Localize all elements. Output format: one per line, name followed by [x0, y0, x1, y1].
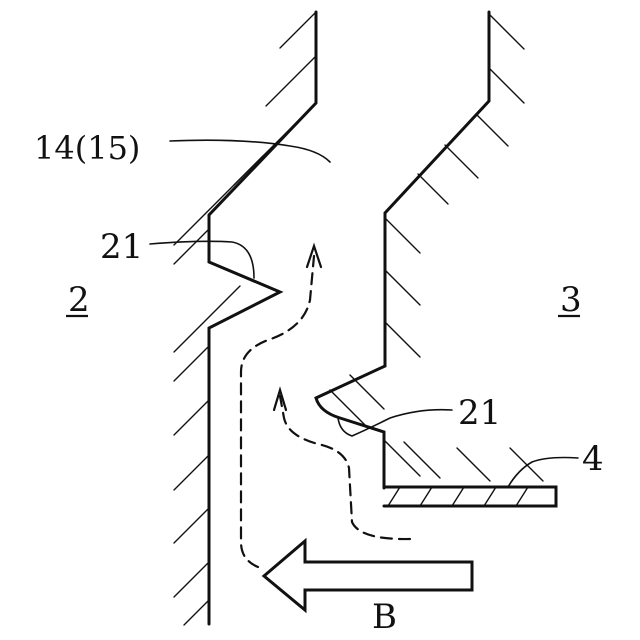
leader-protrusion-left: [150, 241, 254, 278]
label-channel: 14(15): [34, 129, 140, 167]
label-protrusion-right: 21: [458, 393, 501, 433]
plate-hatching: [388, 487, 528, 506]
leader-plate: [508, 458, 578, 488]
label-protrusion-left: 21: [100, 227, 143, 267]
label-flow-b: B: [372, 597, 397, 637]
step-hatching: [330, 375, 543, 481]
outline-arrow-left-icon: [264, 541, 472, 610]
label-part-3: 3: [560, 280, 582, 320]
left-wall-hatching: [174, 12, 316, 625]
left-wall-outline: [209, 12, 316, 624]
flow-path-main: [241, 256, 314, 567]
plate-outline: [384, 487, 556, 506]
label-part-2: 2: [68, 280, 90, 320]
leader-channel: [170, 140, 330, 162]
label-part-4: 4: [582, 439, 604, 479]
right-wall-hatching: [385, 14, 524, 357]
